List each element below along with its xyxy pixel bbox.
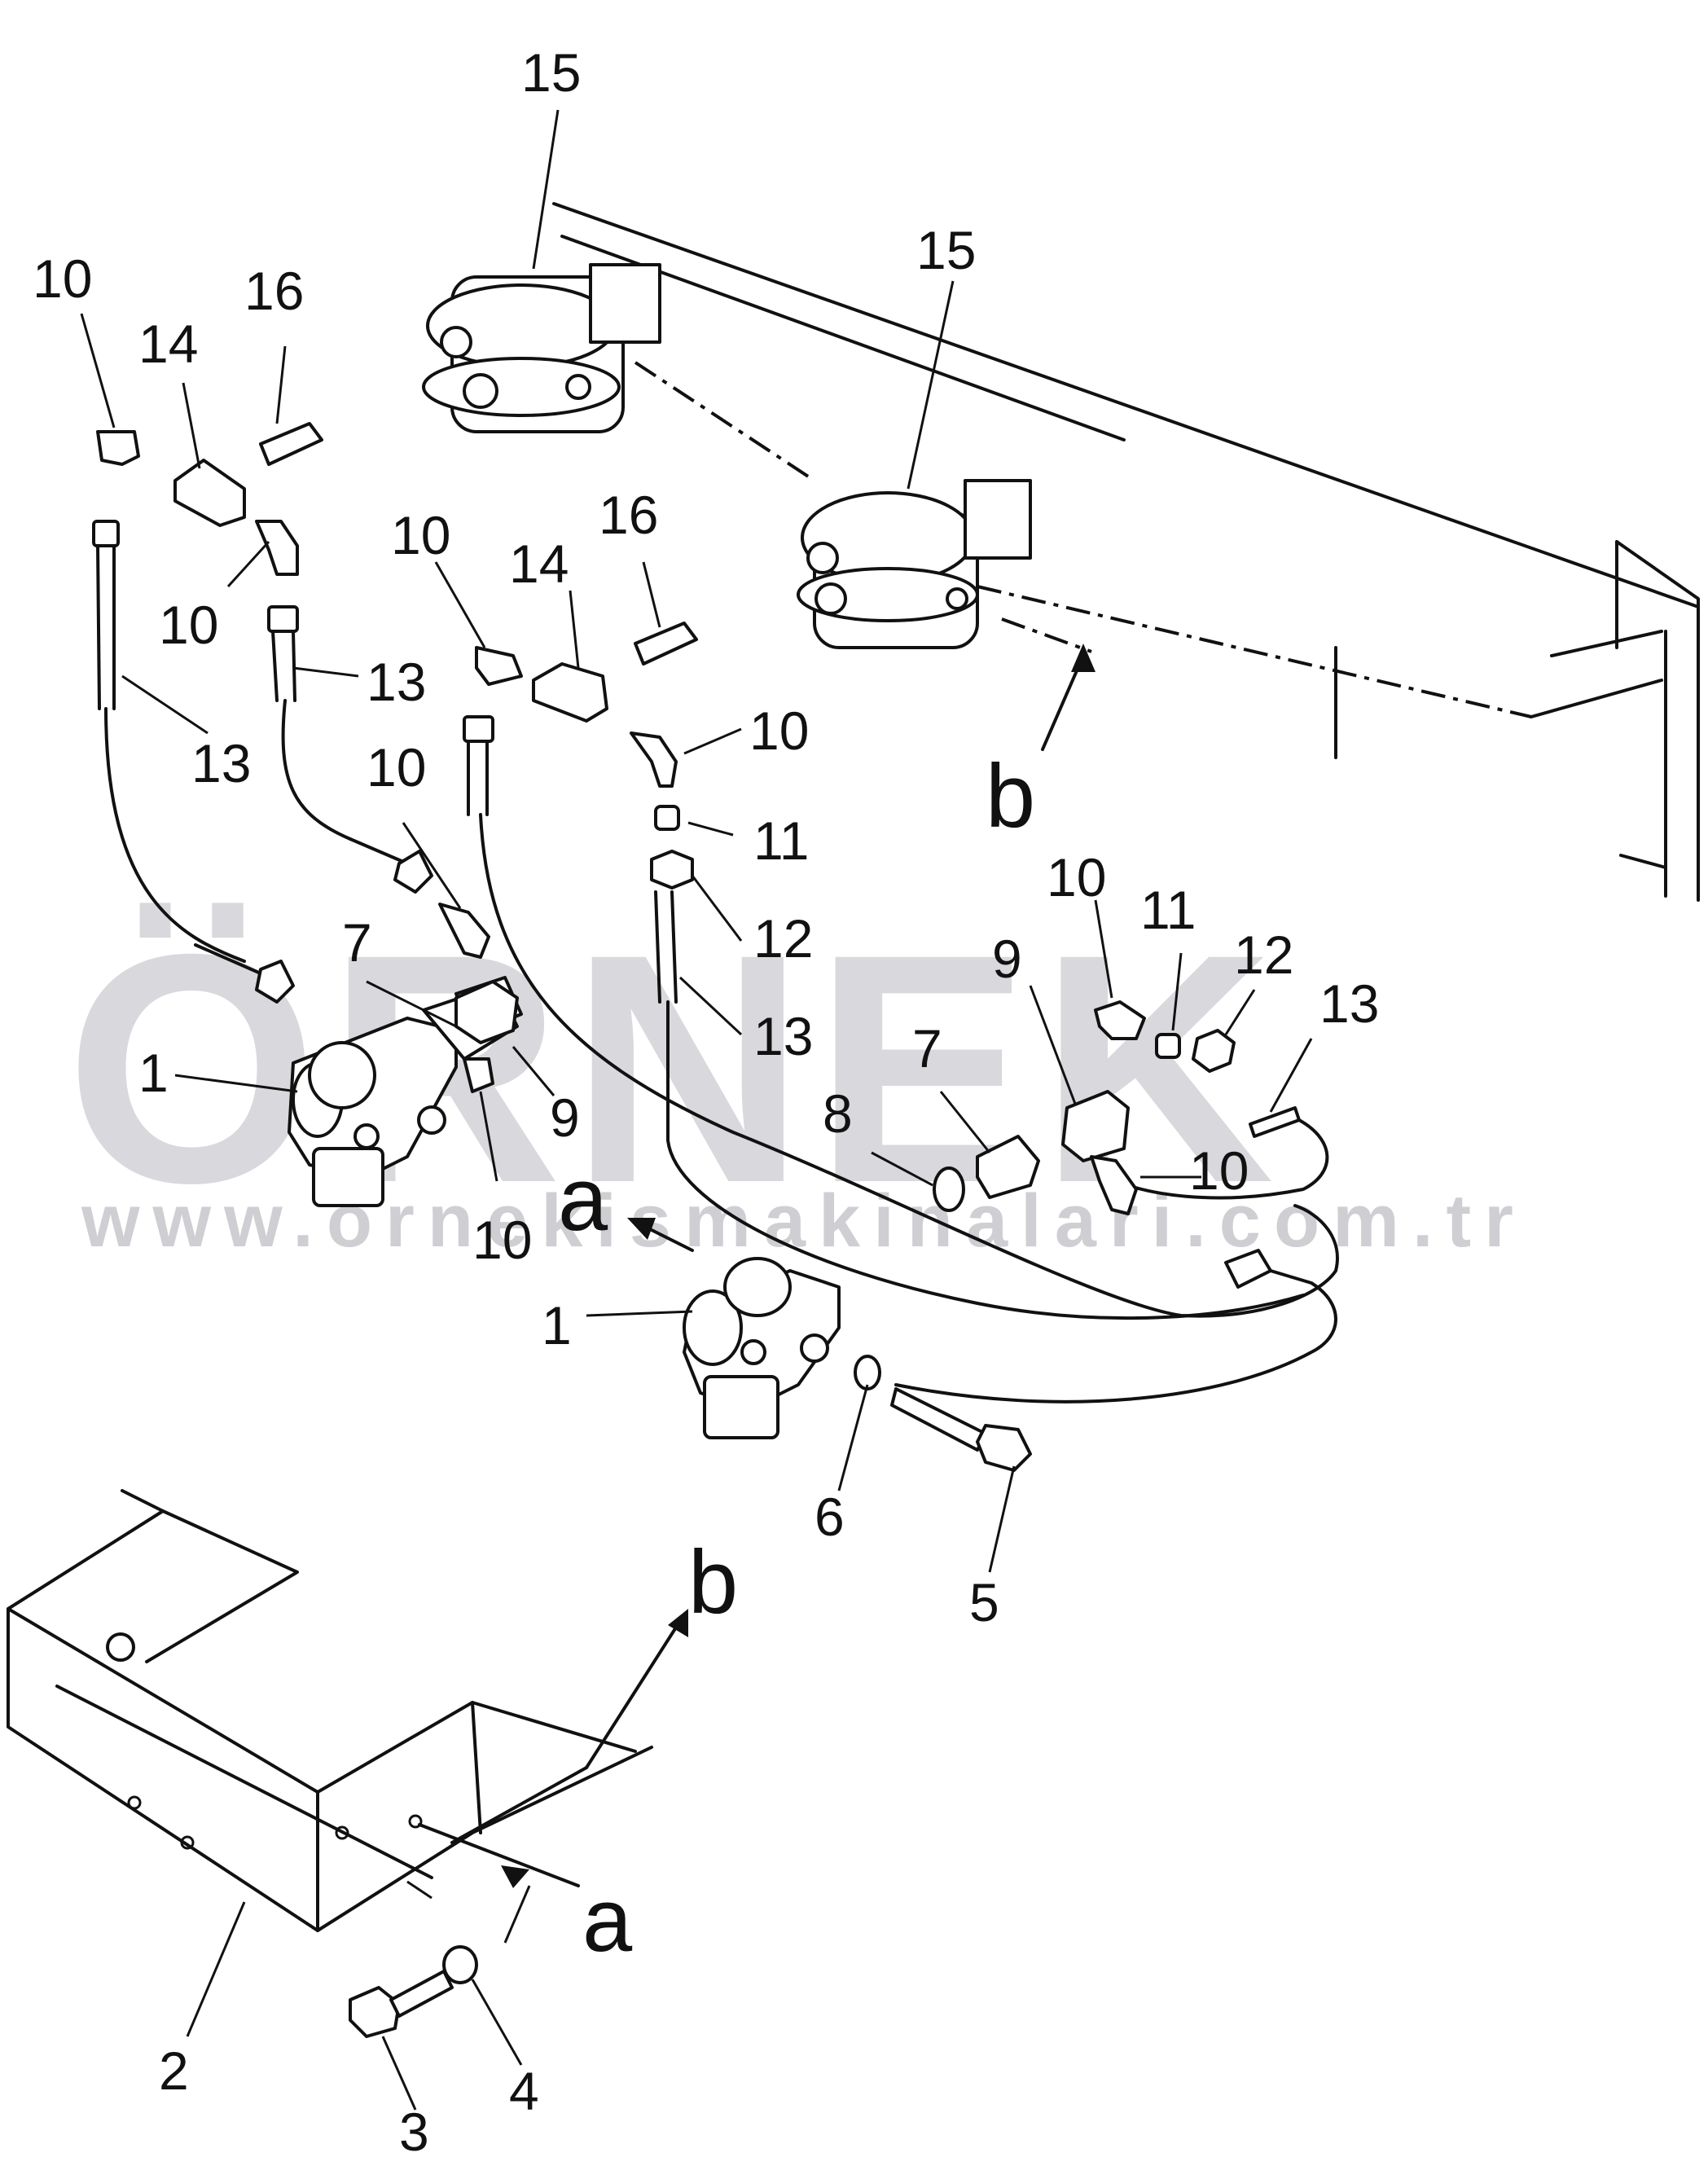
view-letter-b: b <box>986 746 1035 846</box>
callout-7: 7 <box>912 1018 942 1078</box>
callout-4: 4 <box>509 2061 539 2121</box>
callout-10: 10 <box>749 701 809 761</box>
air-tank-upper <box>422 263 661 433</box>
callout-5: 5 <box>969 1572 999 1632</box>
bolt-3 <box>349 1970 454 2038</box>
fitting-nipple-16b <box>634 622 698 666</box>
view-arrows <box>418 644 1095 1888</box>
callout-10: 10 <box>33 248 92 309</box>
view-letter-a: a <box>558 1149 608 1250</box>
pipe-13-left <box>92 520 295 1004</box>
callout-3: 3 <box>399 2102 429 2157</box>
callout-14: 14 <box>138 314 198 374</box>
callout-labels: 15 15 10 14 16 10 13 13 10 14 16 10 11 1… <box>33 42 1379 2157</box>
leader-lines <box>80 109 1313 2111</box>
callout-9: 9 <box>992 929 1022 989</box>
pipe-13-short <box>654 890 1305 1320</box>
callout-12: 12 <box>753 908 813 969</box>
watermark-url: www.ornekismakinalari.com.tr <box>81 1180 1526 1263</box>
callout-10: 10 <box>159 595 218 655</box>
callout-8: 8 <box>823 1083 853 1144</box>
pipe-13-long <box>463 715 1339 1318</box>
fitting-7-lower <box>976 1135 1040 1199</box>
fitting-elbow-10d <box>630 731 678 788</box>
callout-10: 10 <box>472 1210 532 1270</box>
watermark-brand: ÖRNEK <box>65 886 1283 1250</box>
callout-13: 13 <box>1319 973 1379 1034</box>
bracket-2 <box>7 1489 653 1932</box>
callout-16: 16 <box>599 485 658 545</box>
adapter-9-lower <box>1061 1090 1130 1162</box>
fitting-elbow-10g <box>1094 1000 1146 1040</box>
washer-4 <box>442 1945 478 1984</box>
fitting-tee-14b <box>532 662 608 723</box>
fitting-nut-12b <box>1192 1029 1236 1073</box>
callout-13: 13 <box>191 733 251 793</box>
view-letter-b: b <box>688 1532 738 1632</box>
fitting-11b <box>1155 1033 1181 1059</box>
callout-11: 11 <box>1140 880 1196 940</box>
air-tank-lower <box>797 479 1032 649</box>
callout-10: 10 <box>1189 1140 1249 1201</box>
callout-13: 13 <box>367 652 426 712</box>
pipe-13-right <box>894 1106 1337 1404</box>
callout-15: 15 <box>521 42 581 103</box>
washer-8 <box>933 1166 965 1212</box>
callout-1: 1 <box>542 1295 572 1355</box>
fitting-elbow-10f <box>463 1057 494 1093</box>
callout-16: 16 <box>244 261 304 321</box>
callout-6: 6 <box>814 1487 845 1547</box>
washer-6 <box>854 1355 881 1390</box>
view-letters: b a b a <box>558 746 1035 1970</box>
callout-14: 14 <box>509 534 569 594</box>
fitting-tee-14a <box>173 459 246 527</box>
callout-9: 9 <box>550 1087 580 1148</box>
fitting-nipple-16a <box>259 422 323 466</box>
callout-11: 11 <box>753 811 810 871</box>
callout-10: 10 <box>1047 847 1106 907</box>
callout-15: 15 <box>916 220 976 280</box>
callout-2: 2 <box>159 2041 189 2101</box>
view-letter-a: a <box>582 1870 633 1970</box>
callout-1: 1 <box>138 1043 169 1103</box>
callout-10: 10 <box>391 505 450 565</box>
fitting-elbow-10b <box>255 520 299 576</box>
callout-13: 13 <box>753 1006 813 1066</box>
pipe-13-middle <box>267 605 433 894</box>
fitting-elbow-10c <box>475 646 523 686</box>
fitting-elbow-10h <box>1090 1155 1138 1215</box>
chassis-frame <box>552 202 1700 902</box>
callout-12: 12 <box>1234 925 1293 985</box>
fitting-nut-12a <box>650 850 694 890</box>
valve-assembly-1-lower <box>683 1257 841 1439</box>
callout-7: 7 <box>342 912 372 973</box>
fitting-elbow-10a <box>96 430 140 466</box>
fitting-11a <box>654 805 680 831</box>
callout-10: 10 <box>367 737 426 797</box>
fitting-elbow-10e <box>438 903 490 959</box>
